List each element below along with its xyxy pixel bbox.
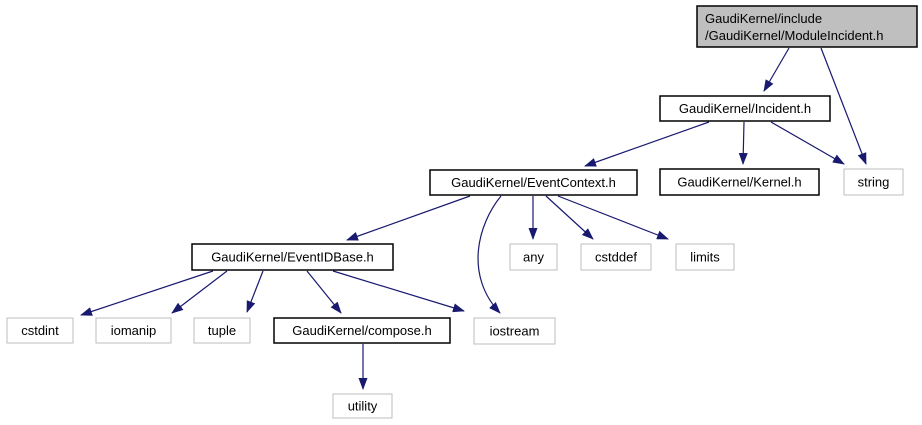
node-iostream: iostream — [473, 317, 556, 345]
node-module-incident: GaudiKernel/include/GaudiKernel/ModuleIn… — [696, 5, 918, 48]
edge-eventidbase-to-cstdint — [80, 270, 214, 316]
node-cstdint-box — [6, 317, 74, 344]
edge-incident-to-string — [770, 121, 845, 165]
edge-module-incident-to-incident — [763, 47, 790, 92]
node-utility-label: utility — [348, 399, 378, 414]
node-iomanip: iomanip — [95, 317, 172, 344]
node-eventcontext-label: GaudiKernel/EventContext.h — [451, 175, 616, 190]
node-limits-box — [675, 243, 735, 271]
edge-eventcontext-to-iostream — [477, 195, 502, 314]
node-cstdint-label: cstdint — [21, 323, 59, 338]
node-tuple-box — [193, 317, 251, 344]
node-limits-label: limits — [690, 250, 720, 265]
node-cstddef-box — [580, 243, 652, 271]
node-limits: limits — [675, 243, 735, 271]
node-iostream-box — [473, 317, 556, 345]
node-utility-box — [332, 393, 393, 419]
node-incident-label: GaudiKernel/Incident.h — [679, 101, 811, 116]
node-utility: utility — [332, 393, 393, 419]
node-cstddef: cstddef — [580, 243, 652, 271]
node-eventcontext-box[interactable] — [429, 169, 638, 196]
node-any-box — [509, 243, 558, 271]
edge-eventcontext-to-cstddef — [545, 195, 594, 240]
edge-eventidbase-to-iostream — [332, 270, 465, 313]
node-incident-box[interactable] — [659, 95, 831, 122]
nodes-layer: GaudiKernel/include/GaudiKernel/ModuleIn… — [6, 5, 918, 419]
node-eventidbase-box[interactable] — [191, 243, 394, 271]
node-compose[interactable]: GaudiKernel/compose.h — [273, 317, 451, 344]
edge-incident-to-kernel — [738, 121, 748, 165]
edge-eventcontext-to-limits — [557, 195, 669, 240]
node-tuple-label: tuple — [208, 323, 236, 338]
node-module-incident-label: GaudiKernel/include/GaudiKernel/ModuleIn… — [705, 11, 884, 43]
node-module-incident-box — [696, 5, 918, 48]
node-tuple: tuple — [193, 317, 251, 344]
node-string-label: string — [858, 175, 890, 190]
node-eventcontext[interactable]: GaudiKernel/EventContext.h — [429, 169, 638, 196]
node-incident[interactable]: GaudiKernel/Incident.h — [659, 95, 831, 122]
node-iomanip-box — [95, 317, 172, 344]
node-cstdint: cstdint — [6, 317, 74, 344]
node-eventidbase-label: GaudiKernel/EventIDBase.h — [211, 250, 374, 265]
edge-eventidbase-to-compose — [306, 270, 342, 314]
node-kernel[interactable]: GaudiKernel/Kernel.h — [659, 168, 820, 196]
edge-module-incident-to-string — [820, 47, 867, 165]
node-kernel-label: GaudiKernel/Kernel.h — [677, 175, 801, 190]
node-cstddef-label: cstddef — [595, 250, 637, 265]
node-any: any — [509, 243, 558, 271]
node-any-label: any — [523, 250, 544, 265]
node-compose-box[interactable] — [273, 317, 451, 344]
node-eventidbase[interactable]: GaudiKernel/EventIDBase.h — [191, 243, 394, 271]
node-compose-label: GaudiKernel/compose.h — [292, 323, 431, 338]
node-module-incident-label-line-0: GaudiKernel/include — [705, 11, 822, 26]
edge-eventcontext-to-eventidbase — [346, 195, 471, 241]
edges-layer — [80, 47, 867, 390]
node-string: string — [843, 168, 904, 196]
node-kernel-box[interactable] — [659, 168, 820, 196]
edge-eventidbase-to-iomanip — [171, 270, 228, 314]
node-string-box — [843, 168, 904, 196]
node-module-incident-label-line-1: /GaudiKernel/ModuleIncident.h — [705, 28, 884, 43]
edge-incident-to-eventcontext — [584, 121, 710, 167]
node-iostream-label: iostream — [490, 324, 540, 339]
edge-eventidbase-to-tuple — [246, 270, 264, 313]
node-iomanip-label: iomanip — [111, 323, 157, 338]
